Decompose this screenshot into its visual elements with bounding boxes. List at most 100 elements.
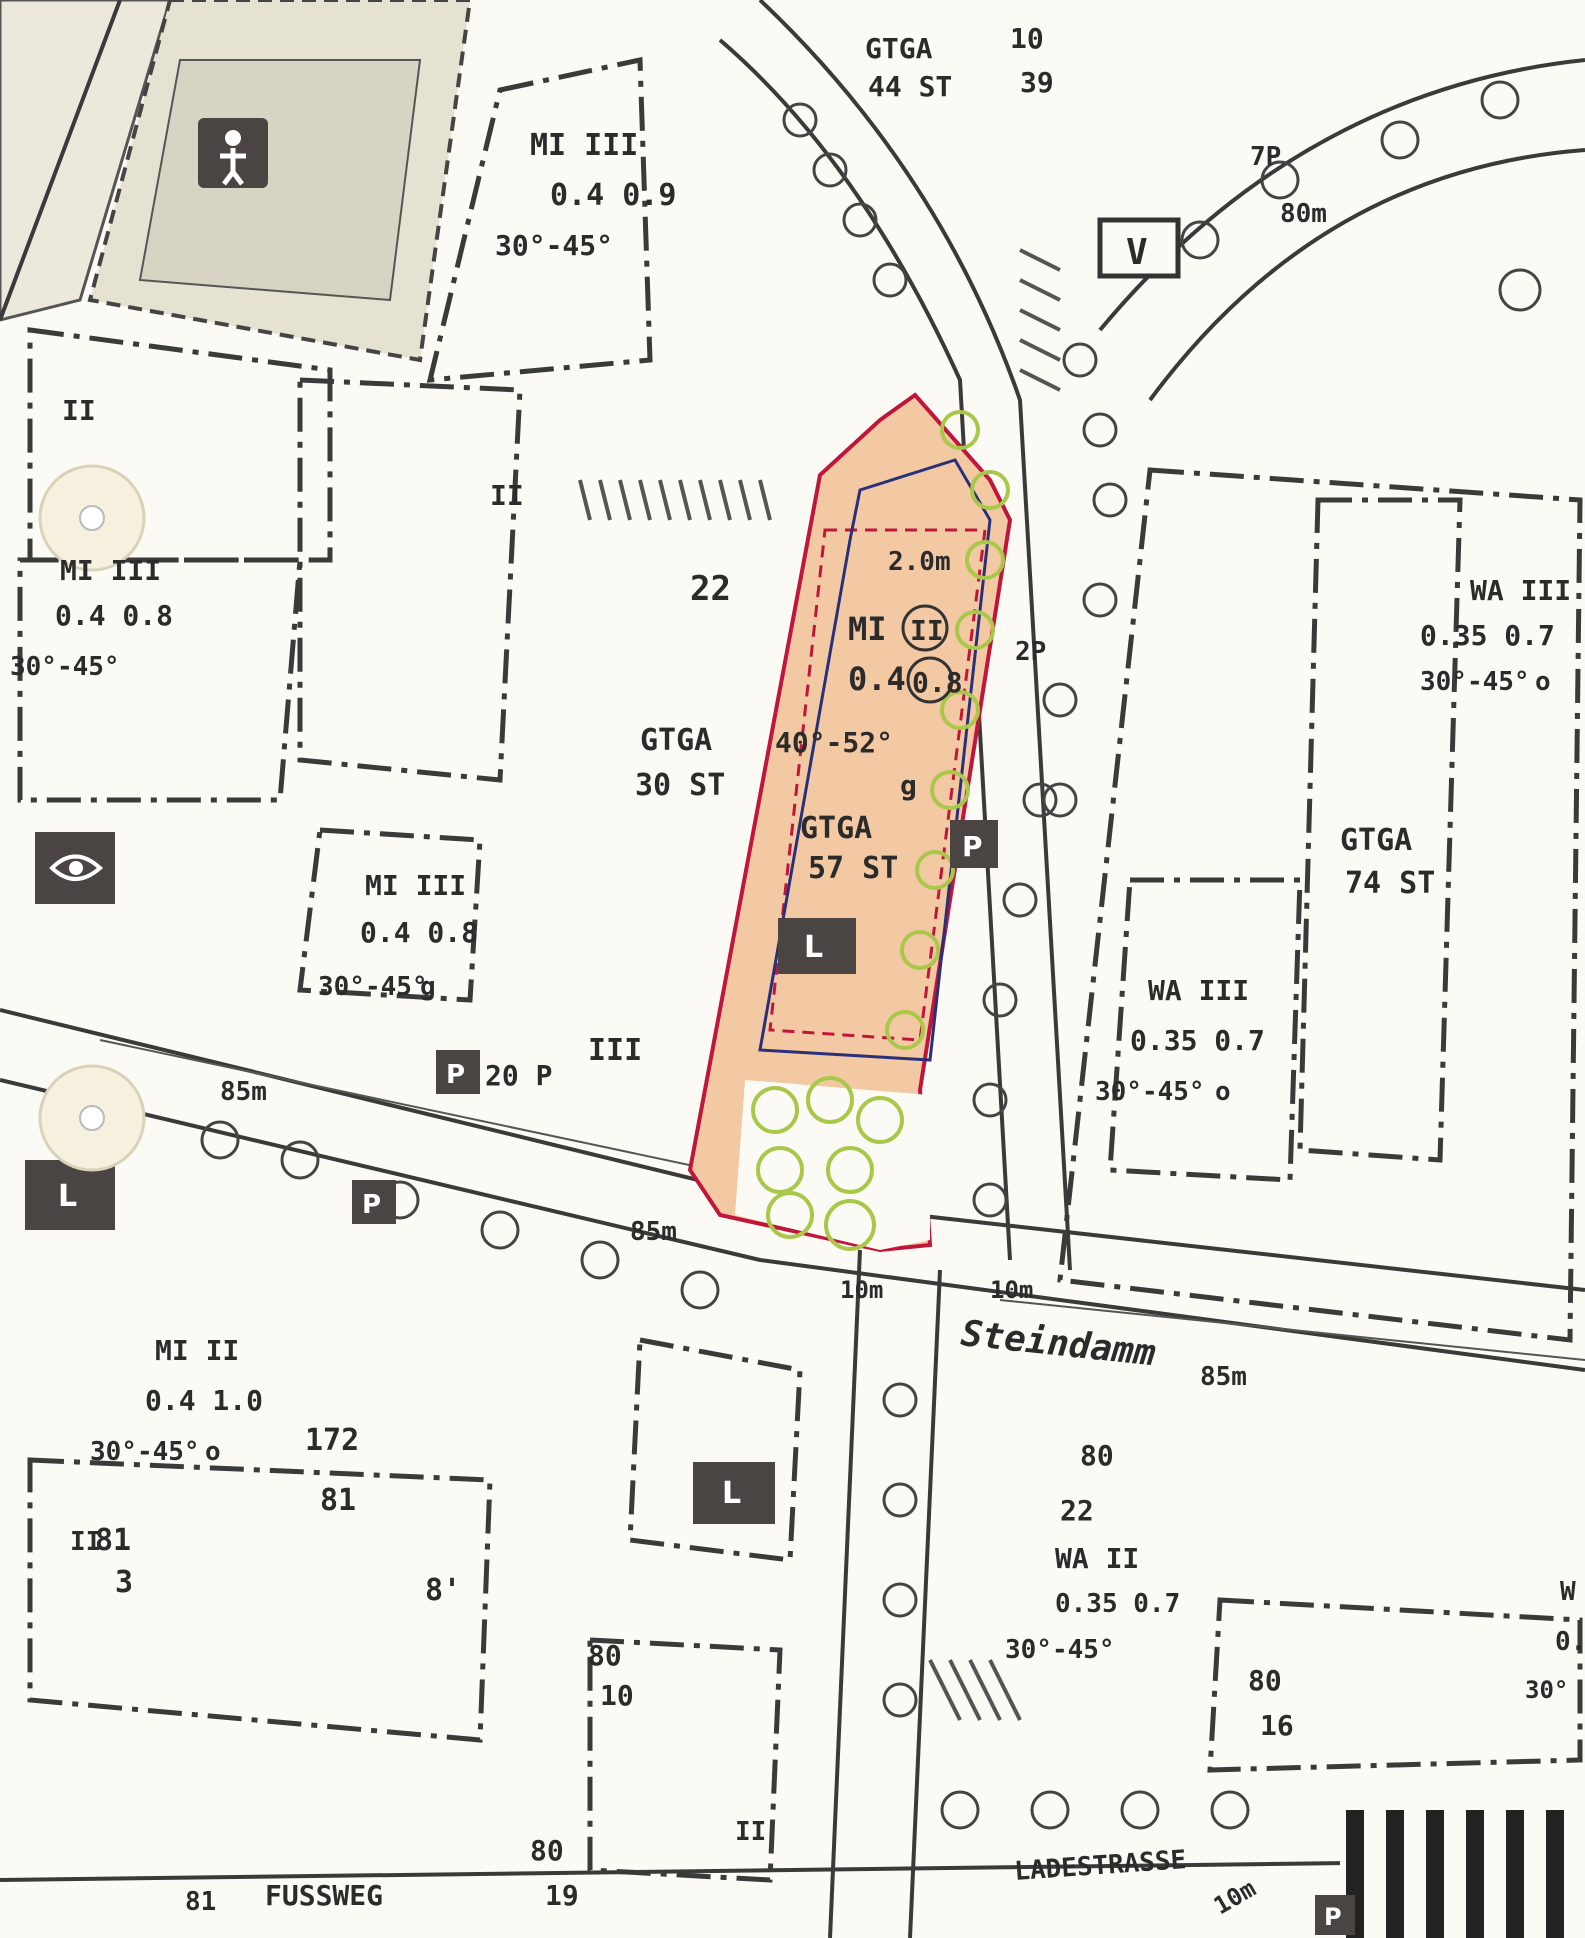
gtga-label: GTGA [640, 723, 712, 758]
zoning-values: 0.4 1.0 [145, 1384, 263, 1417]
roof-pitch: 30°-45° [318, 972, 428, 1002]
zoning-values: 0.3 [1555, 1627, 1585, 1657]
zoning-values: 0.4 0.8 [55, 599, 173, 632]
parking-icon: P [950, 820, 998, 868]
roof-pitch: 30°-45° [1420, 667, 1530, 697]
parcel-number: 16 [1260, 1709, 1294, 1742]
site-gfz: 0.8 [912, 666, 963, 699]
roof-pitch: 30°-45° [10, 652, 120, 682]
gtga-label: GTGA [865, 32, 933, 65]
site-g: g [900, 769, 917, 802]
zoning-values: 0.35 0.7 [1055, 1589, 1180, 1619]
parking-count: 20 P [485, 1059, 552, 1092]
parcel-number: 10 [1010, 22, 1044, 55]
parking-hatching [578, 248, 1585, 1938]
svg-text:L: L [722, 1476, 741, 1511]
gtga-label: GTGA [1340, 823, 1412, 858]
symbols: V L L L P P P [25, 217, 1355, 1935]
parcel-number: 39 [1020, 66, 1054, 99]
setback-distance: 80m [1280, 199, 1327, 229]
site-roof-pitch: 40°-52° [775, 726, 893, 759]
parking-icon: P [352, 1180, 396, 1224]
parcel-number: 81 [320, 1483, 356, 1518]
zoning-values: 0.35 0.7 [1130, 1024, 1265, 1057]
parcel-number: 80 [588, 1639, 622, 1672]
gtga-count: 30 ST [635, 768, 725, 803]
floor-count: II [490, 479, 524, 512]
parking-count: 2P [1015, 637, 1046, 667]
zoning-label: W [1560, 1577, 1576, 1607]
svg-text:L: L [804, 930, 823, 965]
floor-count: II [62, 394, 96, 427]
parcel-number: 80 [1248, 1664, 1282, 1697]
street-trees [200, 80, 1542, 1830]
setback-distance: 85m [630, 1217, 677, 1247]
parcel-number: 81 [95, 1523, 131, 1558]
zoning-label: MI II [155, 1334, 239, 1367]
zoning-label: MI III [530, 128, 638, 163]
parcel-number: 81 [185, 1887, 216, 1917]
zoning-label: WA II [1055, 1542, 1139, 1575]
parcel-number: 19 [545, 1879, 579, 1912]
roof-pitch: 30°-45° [1095, 1077, 1205, 1107]
parcel-number: 80 [1080, 1439, 1114, 1472]
roof-pitch: 30°-45° [1005, 1635, 1115, 1665]
roof-shape: g [420, 972, 436, 1002]
noise-protection-icon: L [693, 1462, 775, 1524]
zoning-label: MI III [365, 869, 466, 902]
parcel-boundaries [17, 56, 1583, 1883]
gtga-count: 44 ST [868, 70, 952, 103]
dotted-park-area [0, 0, 473, 363]
noise-protection-icon: L [778, 918, 856, 974]
zoning-values: 0.4 0.9 [550, 178, 676, 213]
parking-icon: P [1315, 1895, 1355, 1935]
site-zone: MI [848, 610, 887, 648]
roof-pitch: 30°-45° [90, 1437, 200, 1467]
floor-count: III [588, 1033, 642, 1068]
svg-text:L: L [58, 1179, 77, 1214]
floor-count: II [735, 1817, 766, 1847]
site-grz: 0.4 [848, 660, 906, 698]
eye-symbol-icon [35, 832, 115, 904]
parcel-number: 10 [600, 1679, 634, 1712]
highlighted-site [687, 392, 1013, 1253]
zoning-values: 0.4 0.8 [360, 916, 478, 949]
site-gtga: GTGA [800, 811, 872, 846]
svg-text:P: P [962, 830, 983, 863]
roof-shape: o [1535, 667, 1551, 697]
roof-pitch: 30°-45° [495, 229, 613, 262]
parcel-number: 172 [305, 1423, 359, 1458]
v-symbol-icon: V [1097, 217, 1181, 279]
parcel-number: 3 [115, 1565, 133, 1600]
noise-protection-icon: L [25, 1160, 115, 1230]
setback-distance: 10m [990, 1276, 1033, 1304]
site-gtga-count: 57 ST [808, 851, 898, 886]
zoning-label: WA III [1470, 574, 1571, 607]
setback-distance: 10m [840, 1276, 883, 1304]
parcel-number: 8' [425, 1573, 461, 1608]
roof-shape: o [205, 1437, 221, 1467]
setback-distance: 85m [220, 1077, 267, 1107]
svg-text:V: V [1126, 232, 1148, 273]
svg-text:P: P [1324, 1903, 1342, 1931]
parcel-number: 22 [690, 569, 731, 609]
floor-count: II [70, 1527, 101, 1557]
site-width: 2.0m [888, 547, 951, 577]
parking-icon: P [436, 1050, 480, 1094]
site-floors: II [910, 614, 944, 647]
setback-distance: 85m [1200, 1362, 1247, 1392]
roof-pitch: 30° [1525, 1676, 1568, 1704]
svg-text:P: P [362, 1190, 381, 1220]
street-name: FUSSWEG [265, 1879, 383, 1912]
parking-count: 7P [1250, 142, 1281, 172]
parcel-number: 80 [530, 1834, 564, 1867]
zoning-label: WA III [1148, 974, 1249, 1007]
roof-shape: o [1215, 1077, 1231, 1107]
svg-text:P: P [446, 1060, 465, 1090]
zoning-values: 0.35 0.7 [1420, 619, 1555, 652]
zoning-label: MI III [60, 554, 161, 587]
parcel-number: 22 [1060, 1494, 1094, 1527]
gtga-count: 74 ST [1345, 866, 1435, 901]
